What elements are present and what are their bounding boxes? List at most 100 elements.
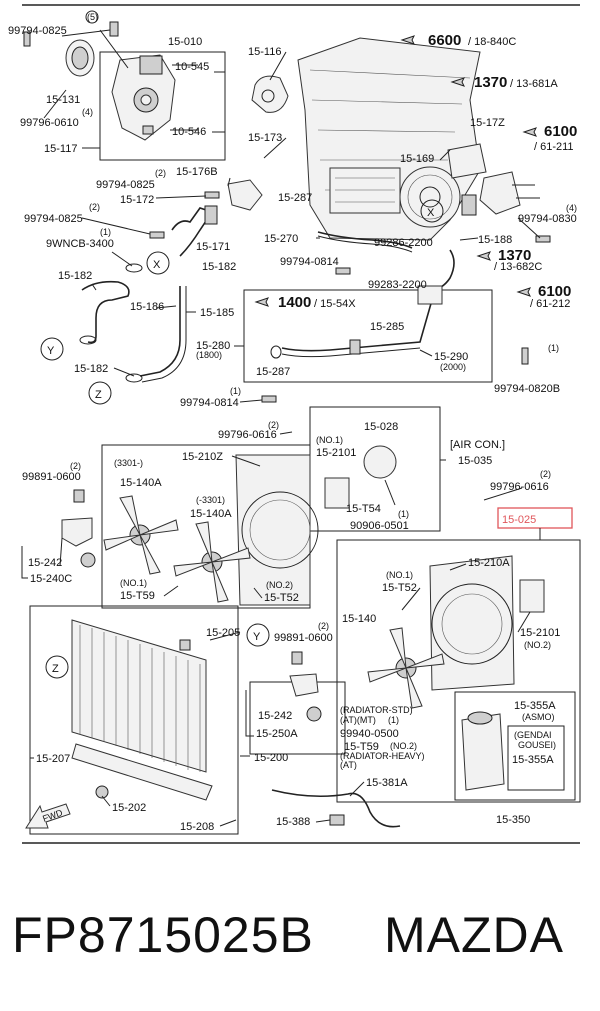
label-no1b: (NO.1) [120,578,147,588]
label-ref-1370a: 1370 [474,74,507,91]
label-callout1e: (1) [388,715,399,725]
marker-x-hose [146,251,170,275]
label-15-285: 15-285 [370,321,404,333]
marker-label-y-1: Y [47,345,55,357]
label-15-280: 15-280 [196,340,230,352]
label-callout4b: (4) [566,203,577,213]
marker-label-x-2: X [153,259,161,271]
label-callout2b: (2) [89,202,100,212]
label-15-140a-1: 15-140A [120,477,162,489]
label-15-117: 15-117 [44,143,77,155]
label-15-205: 15-205 [206,627,240,639]
brand-name: MAZDA [384,907,564,963]
highlight-box-15-025 [497,507,573,529]
label-9wncb-3400: 9WNCB-3400 [46,238,114,250]
marker-label-x-1: X [427,207,435,219]
label-15-200: 15-200 [254,752,288,764]
label-99796-0616a: 99796-0616 [218,429,277,441]
marker-label-z-1: Z [95,389,102,401]
label-15-116: 15-116 [248,46,281,58]
label-no2c: (NO.2) [390,741,417,751]
label-15-208: 15-208 [180,821,214,833]
bolts [149,191,551,403]
label-10-545: 10-545 [175,61,209,73]
label-15-186: 15-186 [130,301,164,313]
label-ref-6600: 6600 [428,32,461,49]
label-15-350: 15-350 [496,814,530,826]
gasket-15-116 [251,75,289,113]
label-15-202: 15-202 [112,802,146,814]
label-2000: (2000) [440,362,466,372]
label-ref-1370b-sub: / 13-682C [494,261,542,273]
marker-z-hose [88,381,112,405]
marker-circles [40,10,444,679]
label-callout1b: (1) [548,343,559,353]
footer: FP8715025B MAZDA [0,895,600,975]
label-radiator-heavy: (RADIATOR-HEAVY) [340,751,425,761]
water-pump-group [23,21,226,161]
label-callout2c: (2) [268,420,279,430]
label-15-381a: 15-381A [366,777,408,789]
label-99940-0500: 99940-0500 [340,728,399,740]
label-99794-0820b: 99794-0820B [494,383,560,395]
label-15-2101a: 15-2101 [316,447,356,459]
label-15-171: 15-171 [196,241,230,253]
label-callout2a: (2) [155,168,166,178]
label-15-355a-1: 15-355A [514,700,556,712]
ref-arrow-icon [254,35,537,307]
fan-blades-upper [103,495,251,603]
label-15-182a: 15-182 [202,261,236,273]
label-15-t59a: 15-T59 [120,590,155,602]
label-15-188: 15-188 [478,234,512,246]
label-15-210z: 15-210Z [182,451,223,463]
label-15-388: 15-388 [276,816,310,828]
label-ref-6100b: 6100 [538,283,571,300]
part-code: FP8715025B [12,907,314,963]
label-gousei: GOUSEI) [518,740,556,750]
label-15-2101b: 15-2101 [520,627,560,639]
label-99794-0814b: 99794-0814 [180,397,239,409]
label-90906-0501: 90906-0501 [350,520,409,532]
radiator [29,605,239,835]
marker-label-y-2: Y [253,631,261,643]
label-15-242a: 15-242 [28,557,62,569]
label-15-250a: 15-250A [256,728,298,740]
label-15-010: 15-010 [168,36,202,48]
label-15-270: 15-270 [264,233,298,245]
fwd-arrow-icon [25,803,71,829]
label-15-210a: 15-210A [468,557,510,569]
label-callout2e: (2) [540,469,551,479]
label-99286-2200: 99286-2200 [374,237,433,249]
leader-lines [21,29,541,827]
label-99794-0830: 99794-0830 [518,213,577,225]
label-15-t52a: 15-T52 [264,592,299,604]
label-99283-2200: 99283-2200 [368,279,427,291]
label-15-028: 15-028 [364,421,398,433]
label-3301b: (-3301) [196,495,225,505]
label-ref-6600-sub: / 18-840C [468,36,516,48]
label-no1a: (NO.1) [316,435,343,445]
overflow-hose [271,789,401,828]
label-no2b: (NO.2) [524,640,551,650]
mid-bracket [249,651,346,755]
label-ref-1370a-sub: / 13-681A [510,78,558,90]
marker-x-engine [420,199,444,223]
label-ref-6100b-sub: / 61-212 [530,298,570,310]
label-15-173: 15-173 [248,132,282,144]
marker-label-z-2: Z [52,663,59,675]
label-99796-0610: 99796-0610 [20,117,79,129]
label-callout4a: (4) [82,107,93,117]
label-15-169: 15-169 [400,153,434,165]
label-ref-6100a-sub: / 61-211 [534,141,574,153]
label-fwd: FWD [41,807,64,824]
label-15-185: 15-185 [200,307,234,319]
label-callout1a: (1) [100,227,111,237]
parts-diagram: 99794-0825 (5) 15-010 10-545 15-131 (4) … [8,4,581,844]
label-15-t52b: 15-T52 [382,582,417,594]
label-99891-0600a: 99891-0600 [22,471,81,483]
label-at-mt: (AT)(MT) [340,715,376,725]
label-15-287a: 15-287 [278,192,312,204]
label-15-182c: 15-182 [74,363,108,375]
label-10-546: 10-546 [172,126,206,138]
label-99794-0825b: 99794-0825 [96,179,155,191]
